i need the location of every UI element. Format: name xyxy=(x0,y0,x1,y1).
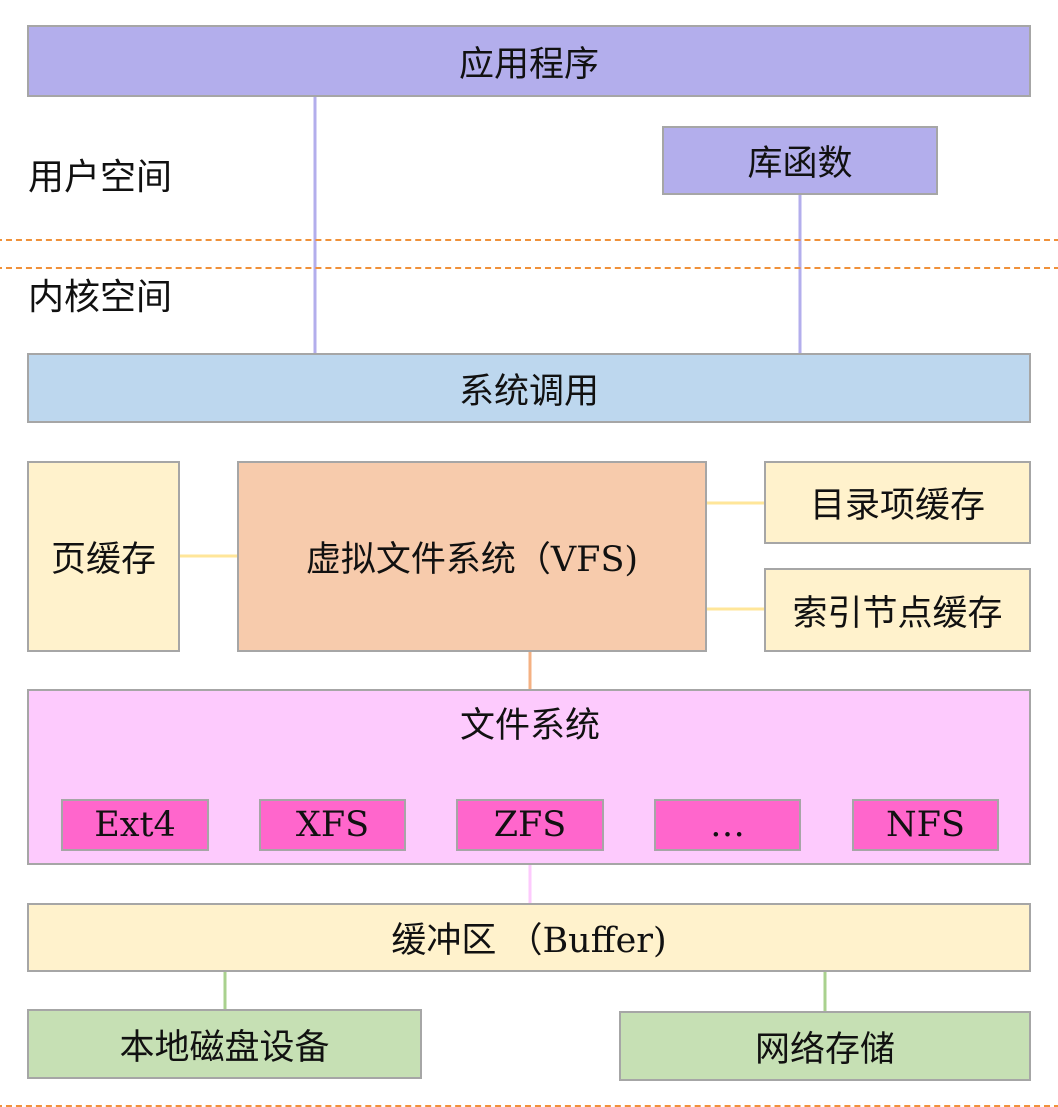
vfs-box: 虚拟文件系统（VFS) xyxy=(237,461,707,652)
syscall-box: 系统调用 xyxy=(27,353,1031,423)
library-box: 库函数 xyxy=(662,126,938,195)
user-space-region xyxy=(0,0,1058,241)
application-box: 应用程序 xyxy=(27,25,1031,97)
network-storage-box: 网络存储 xyxy=(619,1011,1031,1081)
fs-type-ext4: Ext4 xyxy=(61,799,209,851)
fs-type-nfs: NFS xyxy=(852,799,999,851)
filesystem-title: 文件系统 xyxy=(460,706,601,746)
buffer-box: 缓冲区 （Buffer) xyxy=(27,903,1031,972)
fs-type-zfs: ZFS xyxy=(456,799,604,851)
fs-type-xfs: XFS xyxy=(259,799,406,851)
local-disk-box: 本地磁盘设备 xyxy=(27,1009,422,1079)
page-cache-box: 页缓存 xyxy=(27,461,180,652)
user-space-label: 用户空间 xyxy=(28,157,173,198)
kernel-space-label: 内核空间 xyxy=(28,277,173,318)
inode-cache-box: 索引节点缓存 xyxy=(764,568,1031,652)
fs-type-ellipsis: … xyxy=(654,799,801,851)
dentry-cache-box: 目录项缓存 xyxy=(764,461,1031,544)
